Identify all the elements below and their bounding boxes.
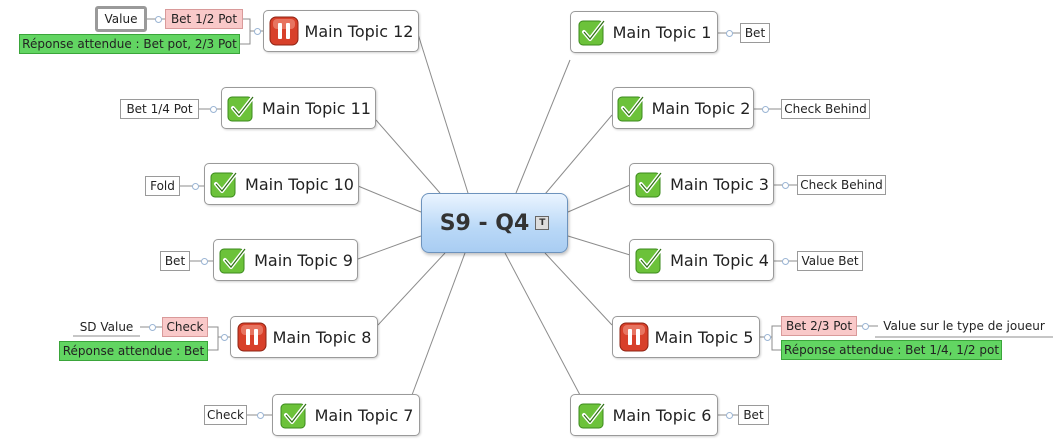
collapse-toggle[interactable]	[201, 258, 208, 265]
topic-label: Main Topic 4	[670, 250, 769, 270]
answer-check[interactable]: Check	[204, 405, 247, 425]
collapse-toggle[interactable]	[155, 16, 162, 23]
check-icon	[577, 400, 607, 430]
check-icon	[616, 93, 646, 123]
collapse-toggle[interactable]	[764, 334, 771, 341]
main-topic-7[interactable]: Main Topic 7	[272, 394, 420, 436]
topic-label: Main Topic 8	[272, 327, 372, 347]
collapse-toggle[interactable]	[221, 334, 228, 341]
answer-bet[interactable]: Bet	[160, 251, 190, 271]
answer-value-bet[interactable]: Value Bet	[797, 251, 863, 271]
pause-icon	[237, 322, 267, 352]
main-topic-3[interactable]: Main Topic 3	[629, 163, 774, 205]
topic-label: Main Topic 10	[245, 174, 354, 194]
topic-label: Main Topic 9	[254, 250, 353, 270]
pause-icon	[619, 322, 649, 352]
collapse-toggle[interactable]	[726, 30, 733, 37]
check-icon	[634, 169, 664, 199]
collapse-toggle[interactable]	[210, 106, 217, 113]
note-icon[interactable]: T	[535, 216, 550, 230]
check-icon	[226, 93, 256, 123]
collapse-toggle[interactable]	[726, 412, 733, 419]
answer-bet-quarter-pot[interactable]: Bet 1/4 Pot	[120, 99, 199, 119]
collapse-toggle[interactable]	[862, 323, 869, 330]
answer-check-behind[interactable]: Check Behind	[781, 99, 870, 119]
main-topic-11[interactable]: Main Topic 11	[221, 87, 376, 129]
main-topic-5[interactable]: Main Topic 5	[612, 316, 760, 358]
collapse-toggle[interactable]	[782, 182, 789, 189]
answer-wrong[interactable]: Bet 1/2 Pot	[165, 9, 243, 29]
main-topic-9[interactable]: Main Topic 9	[213, 239, 358, 281]
central-topic[interactable]: S9 - Q4 T	[421, 193, 568, 253]
answer-wrong[interactable]: Bet 2/3 Pot	[781, 316, 857, 336]
answer-note[interactable]: Value sur le type de joueur	[883, 319, 1045, 333]
collapse-toggle[interactable]	[149, 324, 156, 331]
main-topic-1[interactable]: Main Topic 1	[570, 11, 718, 53]
expected-answer[interactable]: Réponse attendue : Bet pot, 2/3 Pot	[19, 34, 240, 54]
answer-bet[interactable]: Bet	[740, 23, 770, 43]
expected-answer[interactable]: Réponse attendue : Bet 1/4, 1/2 pot	[781, 340, 1002, 360]
main-topic-12[interactable]: Main Topic 12	[263, 10, 419, 52]
topic-label: Main Topic 7	[314, 405, 414, 425]
main-topic-10[interactable]: Main Topic 10	[204, 163, 359, 205]
check-icon	[634, 245, 664, 275]
topic-label: Main Topic 6	[612, 405, 712, 425]
main-topic-4[interactable]: Main Topic 4	[629, 239, 774, 281]
topic-label: Main Topic 3	[670, 174, 769, 194]
check-icon	[577, 17, 607, 47]
expected-answer[interactable]: Réponse attendue : Bet	[59, 341, 208, 361]
answer-check-behind[interactable]: Check Behind	[797, 175, 886, 195]
collapse-toggle[interactable]	[192, 183, 199, 190]
collapse-toggle[interactable]	[254, 28, 261, 35]
topic-label: Main Topic 11	[262, 98, 371, 118]
answer-note[interactable]: SD Value	[79, 320, 134, 334]
answer-fold[interactable]: Fold	[145, 176, 180, 196]
collapse-toggle[interactable]	[782, 258, 789, 265]
check-icon	[279, 400, 309, 430]
collapse-toggle[interactable]	[257, 412, 264, 419]
topic-label: Main Topic 2	[651, 98, 751, 118]
topic-label: Main Topic 1	[612, 22, 712, 42]
check-icon	[209, 169, 239, 199]
pause-icon	[269, 16, 299, 46]
answer-wrong[interactable]: Check	[162, 317, 208, 337]
main-topic-8[interactable]: Main Topic 8	[230, 316, 378, 358]
check-icon	[218, 245, 248, 275]
collapse-toggle[interactable]	[762, 106, 769, 113]
central-title: S9 - Q4	[439, 210, 530, 236]
main-topic-2[interactable]: Main Topic 2	[612, 87, 754, 129]
topic-label: Main Topic 5	[654, 327, 754, 347]
topic-label: Main Topic 12	[304, 21, 414, 41]
answer-note[interactable]: Value	[95, 6, 147, 32]
main-topic-6[interactable]: Main Topic 6	[570, 394, 718, 436]
answer-bet[interactable]: Bet	[738, 405, 769, 425]
